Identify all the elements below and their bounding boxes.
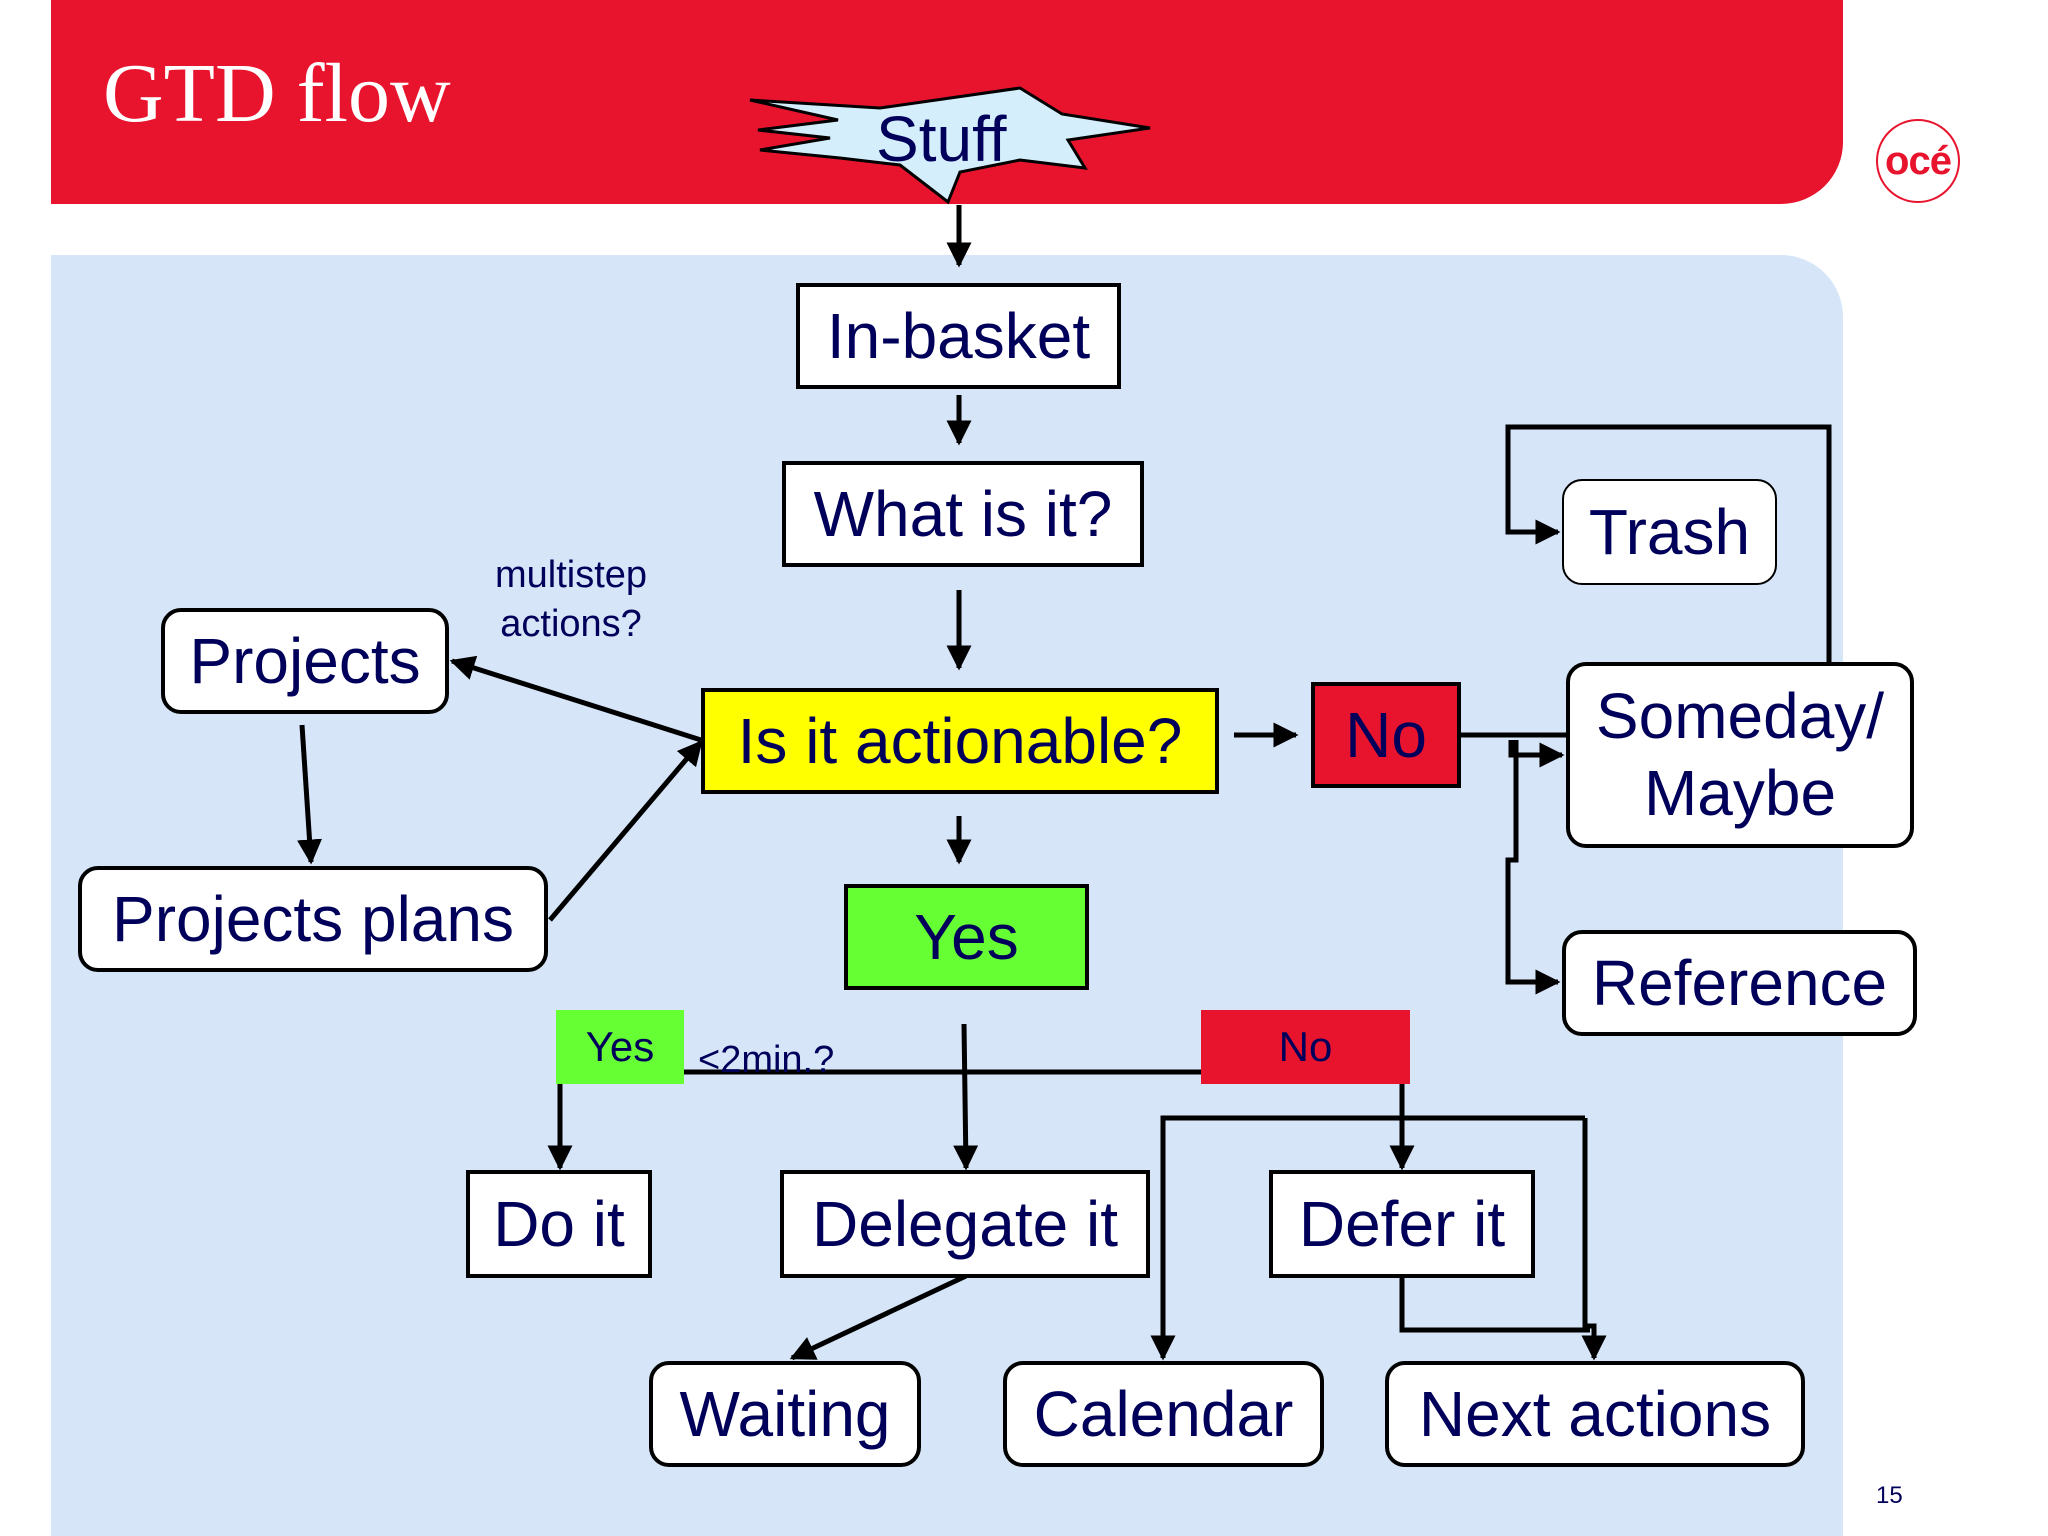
arrow-plans-actionable [548, 740, 703, 922]
delegate-it-box: Delegate it [780, 1170, 1150, 1278]
no-box: No [1311, 682, 1461, 788]
waiting-box: Waiting [649, 1361, 921, 1467]
line-defer-calendar [1150, 1115, 1585, 1361]
multistep-line2: actions? [500, 603, 642, 646]
arrow-delegate-waiting [789, 1273, 968, 1361]
in-basket-box: In-basket [796, 283, 1121, 389]
someday-maybe-box: Someday/ Maybe [1566, 662, 1914, 848]
two-min-label: <2min.? [698, 1039, 835, 1081]
projects-box: Projects [161, 608, 449, 714]
stuff-starburst [749, 86, 1151, 205]
trash-box: Trash [1562, 479, 1777, 585]
what-is-it-box: What is it? [782, 461, 1144, 567]
oce-logo: océ [1876, 119, 1960, 203]
arrow-actionable-projects [449, 655, 702, 743]
no-tag: No [1201, 1010, 1410, 1084]
arrow-yes-delegate [953, 1023, 979, 1171]
arrow-projects-plans [297, 724, 322, 865]
multistep-label: multistep actions? [495, 551, 647, 650]
actionable-box: Is it actionable? [701, 688, 1219, 794]
multistep-line1: multistep [495, 554, 648, 596]
someday-label: Someday/ [1595, 680, 1885, 753]
line-defer-next [1581, 1118, 1607, 1361]
page-number: 15 [1876, 1482, 1903, 1509]
do-it-box: Do it [466, 1170, 652, 1278]
defer-it-box: Defer it [1269, 1170, 1535, 1278]
maybe-label: Maybe [1643, 757, 1837, 829]
slide-title: GTD flow [103, 47, 451, 140]
stuff-label: Stuff [876, 103, 1007, 175]
next-actions-box: Next actions [1385, 1361, 1805, 1467]
yes-box: Yes [844, 884, 1089, 990]
line-no-reference [1505, 740, 1561, 995]
calendar-box: Calendar [1003, 1361, 1324, 1467]
yes-tag: Yes [556, 1010, 684, 1084]
line-defer-next-2 [1399, 1276, 1590, 1333]
projects-plans-box: Projects plans [78, 866, 548, 972]
reference-box: Reference [1562, 930, 1917, 1036]
line-no-someday-branch [1508, 740, 1565, 768]
